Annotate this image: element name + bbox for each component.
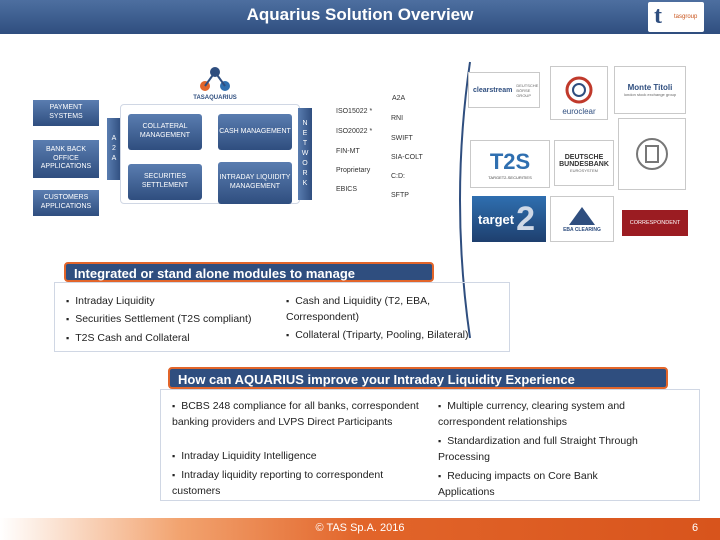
euroclear-text: euroclear — [562, 107, 596, 116]
section1-item: Intraday Liquidity — [66, 294, 286, 310]
target2-text: target — [478, 211, 515, 227]
a2a-top-label: A2A — [392, 95, 406, 102]
deutsche-borse-text: DEUTSCHE BÖRSE GROUP — [516, 82, 539, 98]
network-vertical-bar: N E T W O R K — [298, 108, 312, 200]
section2-box — [160, 389, 700, 501]
network-letter: W — [301, 150, 309, 157]
bank-emblem-icon — [636, 138, 668, 170]
monte-titoli-sub: london stock exchange group — [623, 92, 677, 97]
protocol-ebics: EBICS — [336, 186, 358, 193]
protocol-iso20022: ISO20022 * — [336, 128, 373, 135]
section2-item: Reducing impacts on Core Bank Applicatio… — [438, 469, 638, 501]
section1-item: Collateral (Triparty, Pooling, Bilateral… — [286, 328, 506, 344]
t2s-logo: T2S TARGET2-SECURITIES — [470, 140, 550, 188]
page-number: 6 — [692, 522, 699, 534]
section1-title: Integrated or stand alone modules to man… — [64, 262, 434, 282]
clearstream-text: clearstream — [473, 86, 513, 94]
correspondent-badge: CORRESPONDENT — [622, 210, 688, 236]
customers-applications-box: CUSTOMERS APPLICATIONS — [33, 190, 99, 216]
page-title: Aquarius Solution Overview — [246, 5, 474, 24]
channel-sia-colt: SIA-COLT — [391, 154, 423, 161]
securities-settlement-module: SECURITIES SETTLEMENT — [128, 164, 202, 200]
bundesbank-sub: EUROSYSTEM — [569, 167, 598, 173]
euroclear-icon — [565, 76, 593, 104]
a2a-vertical-bar: A 2 A — [107, 118, 121, 180]
t2s-sub: TARGET2-SECURITIES — [488, 174, 532, 180]
network-letter: T — [302, 140, 308, 147]
network-letter: K — [302, 180, 308, 187]
bank-emblem-logo — [618, 118, 686, 190]
collateral-management-module: COLLATERAL MANAGEMENT — [128, 114, 202, 150]
section2-title: How can AQUARIUS improve your Intraday L… — [168, 367, 668, 389]
header-bar — [0, 0, 720, 34]
section1-item: Securities Settlement (T2S compliant) — [66, 312, 286, 328]
channel-rni: RNI — [391, 115, 404, 122]
network-letter: R — [302, 170, 308, 177]
target2-number: 2 — [516, 199, 536, 238]
section2-item: Standardization and full Straight Throug… — [438, 434, 638, 466]
section1-item: T2S Cash and Collateral — [66, 331, 286, 347]
eba-clearing-logo: EBA CLEARING — [550, 196, 614, 242]
section1-item: Cash and Liquidity (T2, EBA, Corresponde… — [286, 294, 496, 326]
a2a-letter: A — [111, 155, 117, 162]
payment-systems-box: PAYMENT SYSTEMS — [33, 100, 99, 126]
bundesbank-logo: DEUTSCHE BUNDESBANK EUROSYSTEM — [554, 140, 614, 186]
clearstream-logo: clearstream DEUTSCHE BÖRSE GROUP — [468, 72, 540, 108]
channel-cd: C:D: — [391, 173, 405, 180]
protocol-proprietary: Proprietary — [336, 167, 371, 174]
network-letter: O — [302, 160, 308, 167]
channel-swift: SWIFT — [391, 135, 413, 142]
aquarius-logo-text: TASAQUARIUS — [193, 95, 237, 101]
section2-item: BCBS 248 compliance for all banks, corre… — [172, 399, 422, 431]
bank-back-office-box: BANK BACK OFFICE APPLICATIONS — [33, 140, 99, 178]
section2-item: Multiple currency, clearing system and c… — [438, 399, 688, 431]
footer-bar — [0, 518, 720, 540]
tasgroup-logo — [648, 2, 704, 32]
a2a-letter: 2 — [112, 145, 116, 152]
network-letter: N — [302, 120, 308, 127]
channel-sftp: SFTP — [391, 192, 409, 199]
monte-titoli-logo: Monte Titoli london stock exchange group — [614, 66, 686, 114]
section2-item: Intraday Liquidity Intelligence — [172, 449, 422, 465]
t2s-text: T2S — [489, 148, 531, 174]
intraday-liquidity-module: INTRADAY LIQUIDITY MANAGEMENT — [218, 162, 292, 204]
section2-item: Intraday liquidity reporting to correspo… — [172, 468, 422, 500]
cash-management-module: CASH MANAGEMENT — [218, 114, 292, 150]
target2-logo: target 2 — [472, 196, 546, 242]
tasgroup-logo-text: tasgroup — [674, 14, 698, 20]
a2a-letter: A — [111, 135, 117, 142]
network-letter: E — [302, 130, 308, 137]
monte-titoli-text: Monte Titoli — [627, 83, 673, 92]
tasgroup-logo-letter: t — [654, 3, 662, 29]
protocol-iso15022: ISO15022 * — [336, 108, 373, 115]
eba-text: EBA CLEARING — [563, 227, 601, 233]
euroclear-logo: euroclear — [550, 66, 608, 120]
protocol-fin-mt: FIN-MT — [336, 148, 360, 155]
section1-box — [54, 282, 510, 352]
aquarius-logo-icon — [200, 67, 230, 91]
eba-icon — [569, 207, 595, 225]
footer-copyright: © TAS Sp.A. 2016 — [315, 522, 405, 534]
bundesbank-text: DEUTSCHE BUNDESBANK — [559, 153, 609, 168]
